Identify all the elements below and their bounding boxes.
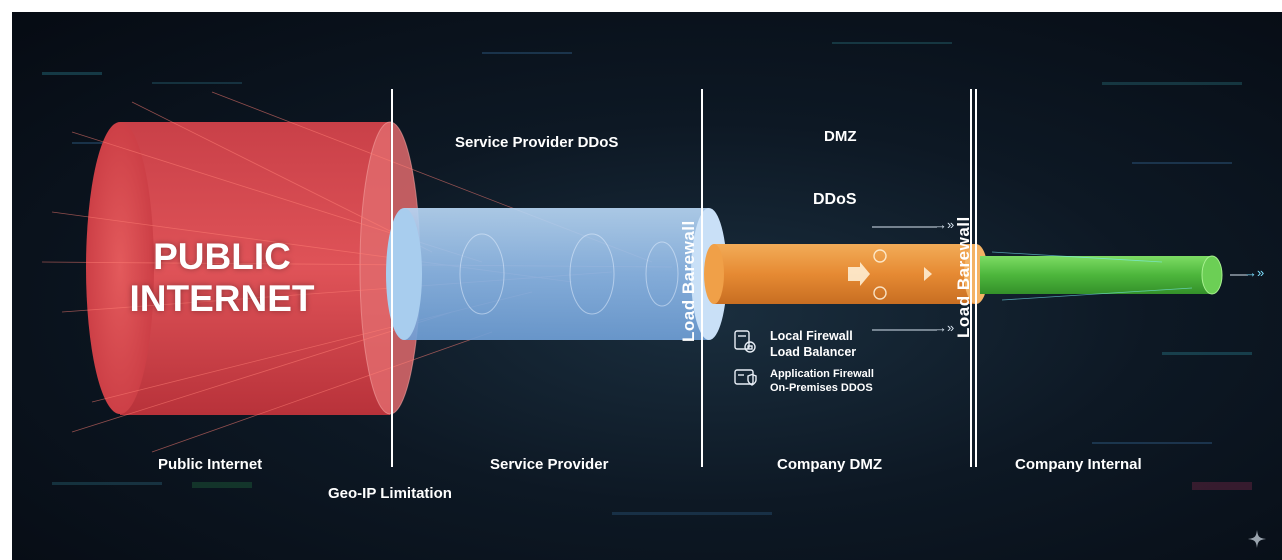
barrier-lines xyxy=(389,89,977,467)
server-lock-icon xyxy=(734,330,756,353)
barrier-label-right: Load Barewall xyxy=(954,216,973,338)
zone-service-provider: Service Provider xyxy=(490,456,609,473)
dmz-component-1: Local Firewall Load Balancer xyxy=(770,328,856,360)
service-provider-ddos-label: Service Provider DDoS xyxy=(455,134,619,151)
company-dmz-cylinder xyxy=(704,244,988,304)
diagram-graphics xyxy=(41,42,1266,548)
sparkle-icon xyxy=(1248,530,1266,548)
public-internet-title-line-2: INTERNET xyxy=(129,278,315,319)
dmz-component-2: Application Firewall On-Premises DDOS xyxy=(770,367,874,395)
public-internet-cylinder xyxy=(86,121,421,415)
public-internet-title-line-1: PUBLIC xyxy=(153,236,291,277)
shield-server-icon xyxy=(734,369,757,386)
ddos-arrow: →» xyxy=(934,217,955,232)
load-balancer-label: Load Balancer xyxy=(770,345,857,359)
zone-company-internal: Company Internal xyxy=(1015,456,1142,473)
background-streaks xyxy=(42,42,1252,515)
firewall-arrow: →» xyxy=(934,320,955,335)
network-diagram: PUBLIC INTERNET Service Provider DDoS DM… xyxy=(12,12,1282,560)
local-firewall-label: Local Firewall xyxy=(770,329,853,343)
internal-traffic xyxy=(991,251,1193,301)
dmz-label: DMZ xyxy=(824,128,857,145)
service-provider-cylinder xyxy=(386,208,727,340)
barrier-label-left: Load Barewall xyxy=(679,220,698,342)
exit-arrow: →» xyxy=(1244,265,1265,280)
zone-public-internet: Public Internet xyxy=(158,456,263,473)
zone-company-dmz: Company DMZ xyxy=(777,456,882,473)
public-internet-title: PUBLIC INTERNET xyxy=(112,236,332,320)
geo-ip-limitation-label: Geo-IP Limitation xyxy=(328,485,452,502)
arrow-lines xyxy=(872,226,1248,331)
on-premises-ddos-label: On-Premises DDOS xyxy=(770,382,873,394)
ddos-label: DDoS xyxy=(813,191,857,208)
application-firewall-label: Application Firewall xyxy=(770,368,874,380)
company-internal-cylinder xyxy=(980,255,1223,295)
